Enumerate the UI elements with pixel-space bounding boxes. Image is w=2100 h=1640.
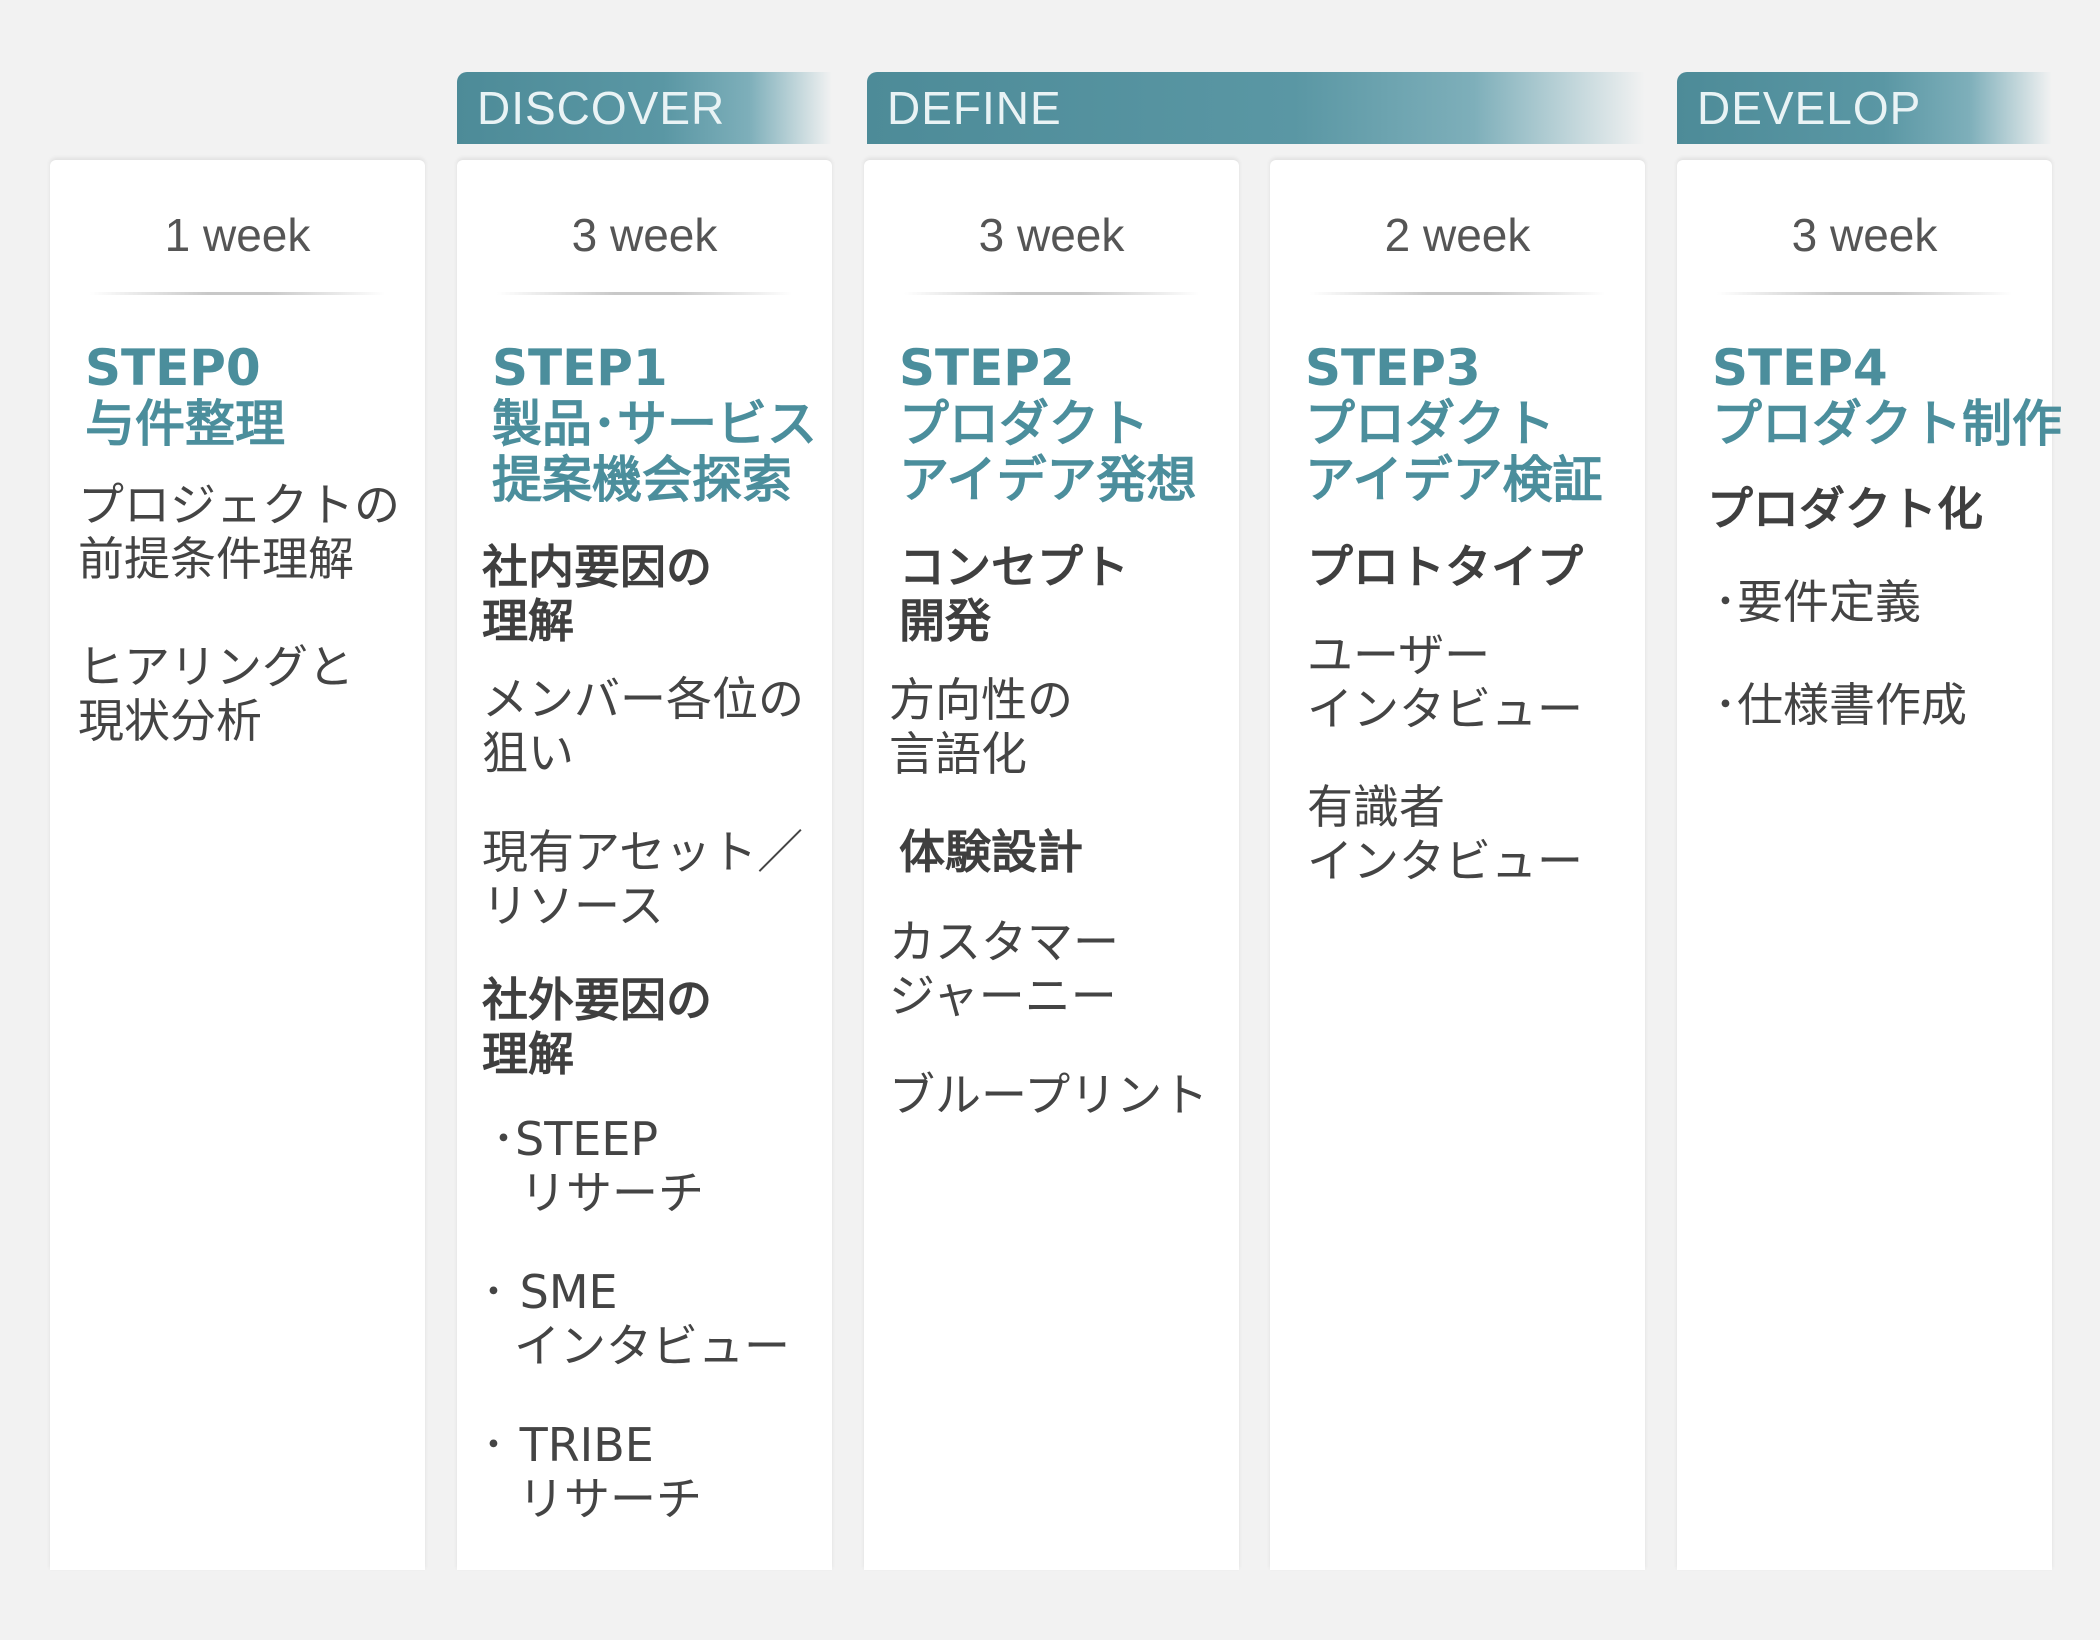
duration-label: 1 week <box>164 209 311 261</box>
step-column-4: 3 week STEP4 プロダクト制作 プロダクト化 ･要件定義 ･仕様書作成 <box>1677 160 2062 1570</box>
step-title: STEP3 プロダクト アイデア検証 <box>1305 340 1635 508</box>
list-item: カスタマー ジャーニー <box>889 915 1119 1023</box>
divider <box>1717 292 2012 295</box>
list-item: 体験設計 <box>899 825 1083 879</box>
step-title-line: プロダクト制作 <box>1712 395 2062 453</box>
step-title-line: アイデア発想 <box>899 451 1197 509</box>
item-line: ･STEEP <box>492 1112 659 1166</box>
item-line: プロダクト化 <box>1707 482 1983 536</box>
list-item: ･要件定義 <box>1714 575 1921 629</box>
divider <box>497 292 792 295</box>
list-item: 社内要因の 理解 <box>482 540 712 648</box>
item-line: ･ SME <box>482 1265 618 1319</box>
step-title: STEP2 プロダクト アイデア発想 <box>899 340 1229 508</box>
phase-band-define: DEFINE <box>867 72 1645 144</box>
item-line: リサーチ <box>520 1166 704 1220</box>
list-item: 社外要因の 理解 <box>482 973 712 1081</box>
item-line: 理解 <box>482 594 574 648</box>
step-column-2: 3 week STEP2 プロダクト アイデア発想 コンセプト 開発 方向性の … <box>864 160 1239 1570</box>
list-item: メンバー各位の 狙い <box>482 672 804 780</box>
item-line: 狙い <box>482 726 574 780</box>
step-title-line: 製品･サービス <box>492 395 817 453</box>
item-line: プロジェクトの <box>78 478 400 532</box>
item-line: インタビュー <box>1307 682 1583 736</box>
item-line: リサーチ <box>518 1472 702 1526</box>
phase-band-discover: DISCOVER <box>457 72 832 144</box>
duration-label: 3 week <box>1791 209 1938 261</box>
duration-label: 2 week <box>1384 209 1531 261</box>
item-line: リソース <box>482 879 664 933</box>
list-item: 方向性の 言語化 <box>889 673 1073 781</box>
item-line: 現状分析 <box>78 694 262 748</box>
item-line: 理解 <box>482 1027 574 1081</box>
item-line: ヒアリングと <box>78 640 354 694</box>
item-line: ･要件定義 <box>1714 575 1921 629</box>
phase-band-develop: DEVELOP <box>1677 72 2052 144</box>
step-title: STEP4 プロダクト制作 <box>1712 339 2062 453</box>
step-column-3: 2 week STEP3 プロダクト アイデア検証 プロトタイプ ユーザー イン… <box>1270 160 1645 1570</box>
duration-label: 3 week <box>978 209 1125 261</box>
item-line: 社外要因の <box>482 973 712 1027</box>
step-number: STEP0 <box>85 339 261 397</box>
item-line: 有識者 <box>1307 780 1445 834</box>
step-number: STEP2 <box>899 339 1075 397</box>
item-line: インタビュー <box>1307 834 1583 888</box>
list-item: ･ SME インタビュー <box>482 1265 790 1373</box>
step-title-line: 提案機会探索 <box>492 451 792 509</box>
item-line: ･ TRIBE <box>482 1418 654 1472</box>
list-item: ･仕様書作成 <box>1714 678 1967 732</box>
step-number: STEP3 <box>1305 339 1481 397</box>
item-line: カスタマー <box>889 915 1119 969</box>
list-item: 有識者 インタビュー <box>1307 780 1583 888</box>
list-item: ユーザー インタビュー <box>1307 628 1583 736</box>
item-line: ユーザー <box>1307 628 1491 682</box>
item-line: 言語化 <box>889 727 1027 781</box>
step-title-line: アイデア検証 <box>1305 451 1603 509</box>
step-column-1: 3 week STEP1 製品･サービス 提案機会探索 社内要因の 理解 メンバ… <box>457 160 832 1570</box>
phase-label: DISCOVER <box>477 82 726 134</box>
item-line: 体験設計 <box>899 825 1083 879</box>
item-line: プロトタイプ <box>1307 540 1583 594</box>
item-line: ジャーニー <box>889 969 1117 1023</box>
list-item: ブループリント <box>889 1068 1208 1122</box>
divider <box>904 292 1199 295</box>
phase-label: DEFINE <box>887 82 1062 134</box>
item-line: ブループリント <box>889 1068 1209 1122</box>
step-title-line: プロダクト <box>899 395 1149 453</box>
list-item: プロトタイプ <box>1307 540 1583 594</box>
list-item: コンセプト 開発 <box>899 540 1129 648</box>
item-line: 現有アセット／ <box>482 825 804 879</box>
step-number: STEP1 <box>492 339 668 397</box>
list-item: ･ TRIBE リサーチ <box>482 1418 702 1526</box>
list-item: ･STEEP リサーチ <box>492 1112 704 1220</box>
step-title-line: プロダクト <box>1305 395 1555 453</box>
item-line: ･仕様書作成 <box>1714 678 1967 732</box>
item-line: コンセプト <box>899 540 1129 594</box>
step-title-line: 与件整理 <box>85 395 285 453</box>
step-number: STEP4 <box>1712 339 1888 397</box>
divider <box>1310 292 1605 295</box>
item-line: メンバー各位の <box>482 672 804 726</box>
step-column-0: 1 week STEP0 与件整理 プロジェクトの 前提条件理解 ヒアリングと … <box>50 160 425 1570</box>
item-line: 前提条件理解 <box>78 532 354 586</box>
phase-label: DEVELOP <box>1697 82 1922 134</box>
list-item: プロジェクトの 前提条件理解 <box>78 478 400 586</box>
list-item: プロダクト化 <box>1707 482 1983 536</box>
divider <box>90 292 385 295</box>
item-line: 方向性の <box>889 673 1073 727</box>
item-line: 社内要因の <box>482 540 712 594</box>
item-line: インタビュー <box>514 1319 790 1373</box>
step-title: STEP1 製品･サービス 提案機会探索 <box>492 340 822 508</box>
item-line: 開発 <box>899 594 991 648</box>
duration-label: 3 week <box>571 209 718 261</box>
list-item: 現有アセット／ リソース <box>482 825 803 933</box>
step-title: STEP0 与件整理 <box>85 340 415 452</box>
list-item: ヒアリングと 現状分析 <box>78 640 354 748</box>
